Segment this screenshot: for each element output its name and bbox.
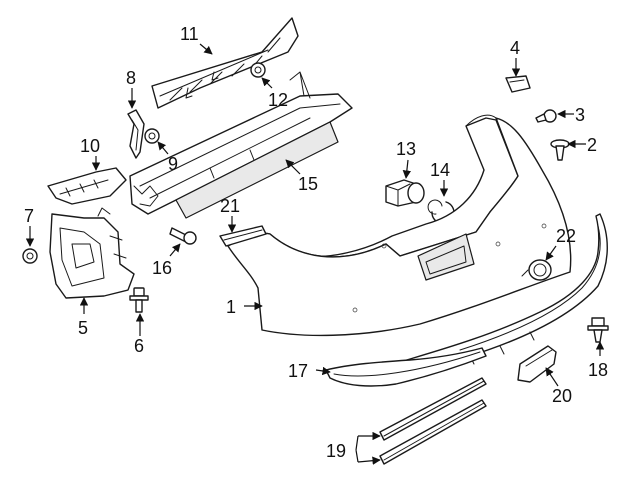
callout-21: 21: [220, 196, 240, 216]
callout-7: 7: [24, 206, 34, 226]
callout-8: 8: [126, 68, 136, 88]
part-7-nut: [22, 248, 38, 264]
part-22-trim-cap: [521, 259, 552, 281]
callout-12: 12: [268, 90, 288, 110]
callouts: 1 2 3 4 5 6 7 8 9 10 11 12 13 14 15 16 1…: [24, 24, 608, 461]
callout-16: 16: [152, 258, 172, 278]
part-8-bracket: [127, 109, 145, 159]
callout-4: 4: [510, 38, 520, 58]
part-9-nut: [144, 128, 160, 144]
part-15-impact-bar: [129, 71, 353, 219]
part-10-side-bracket: [47, 167, 127, 205]
callout-20: 20: [552, 386, 572, 406]
callout-6: 6: [134, 336, 144, 356]
callout-5: 5: [78, 318, 88, 338]
callout-22: 22: [556, 226, 576, 246]
part-1-bumper-cover: [227, 114, 572, 337]
part-2-push-pin: [550, 139, 570, 161]
callout-18: 18: [588, 360, 608, 380]
part-13-parking-sensor: [385, 179, 425, 207]
callout-14: 14: [430, 160, 450, 180]
callout-2: 2: [587, 135, 597, 155]
callout-11: 11: [180, 24, 199, 44]
part-16-bolt: [169, 227, 197, 245]
callout-13: 13: [396, 139, 416, 159]
callout-17: 17: [288, 361, 308, 381]
callout-9: 9: [168, 154, 178, 174]
part-5-support-bracket: [49, 207, 135, 299]
part-21-reflector: [219, 225, 267, 247]
callout-10: 10: [80, 136, 100, 156]
part-6-bolt: [129, 287, 149, 313]
part-4-clip: [505, 75, 531, 93]
part-17-lower-molding: [325, 347, 487, 387]
part-19-trim-strips: [379, 377, 487, 465]
callout-3: 3: [575, 105, 585, 125]
part-11-energy-absorber: [151, 17, 299, 109]
callout-15: 15: [298, 174, 318, 194]
part-18-bolt: [587, 317, 609, 343]
callout-1: 1: [226, 297, 236, 317]
leader-lines: [25, 43, 605, 465]
part-12-nut: [250, 62, 266, 78]
part-20-bracket: [517, 345, 557, 383]
callout-19: 19: [326, 441, 346, 461]
part-3-screw: [535, 109, 557, 123]
